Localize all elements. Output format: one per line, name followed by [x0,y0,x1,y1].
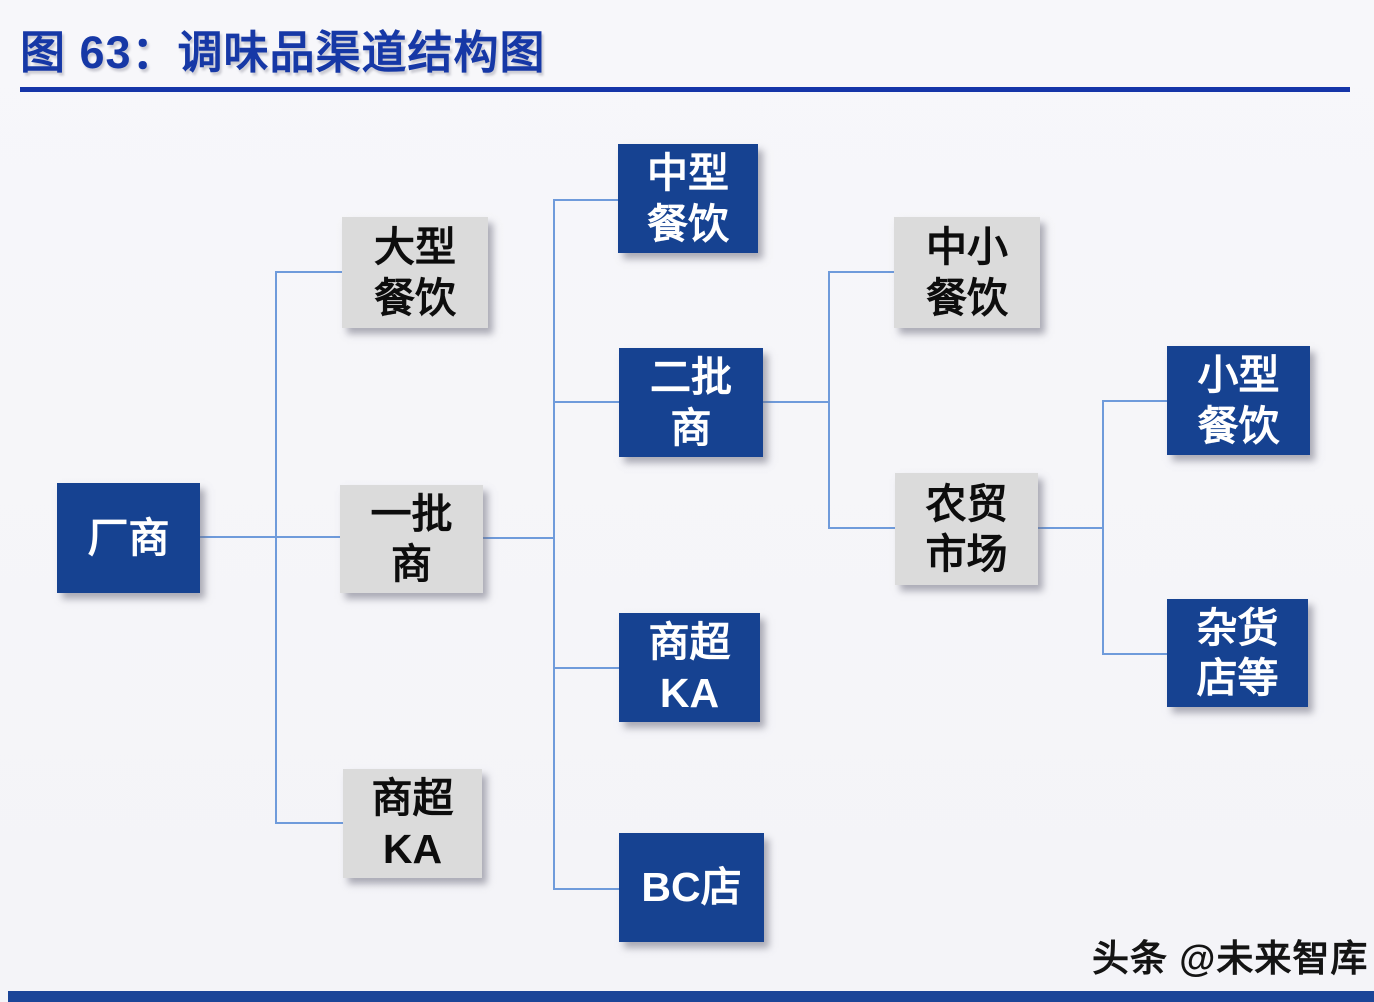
node-label-line: KA [659,669,720,716]
connector-line [275,271,277,824]
node-small-medium-catering: 中小 餐饮 [894,217,1040,328]
node-bc-store: BC店 [619,833,764,942]
connector-line [554,199,618,201]
node-label-line: BC店 [641,864,742,911]
node-label-line: 厂商 [87,514,170,561]
node-label-line: 大型 [374,224,456,271]
node-label-line: 商超 [648,619,731,666]
node-small-catering: 小型 餐饮 [1167,346,1310,455]
connector-line [276,822,343,824]
node-medium-catering: 中型 餐饮 [618,144,758,253]
figure-title: 图 63：调味品渠道结构图 [20,27,546,78]
node-label-line: 餐饮 [1197,402,1280,449]
connector-line [829,271,894,273]
footer-bar [8,991,1374,1002]
connector-line [828,271,830,529]
node-large-catering: 大型 餐饮 [342,217,488,328]
title-underline [20,87,1350,92]
node-factory: 厂商 [57,483,200,593]
node-label-line: KA [382,825,443,872]
connector-line [554,401,619,403]
node-label-line: 餐饮 [647,200,729,247]
connector-line [200,536,340,538]
node-label-line: 小型 [1197,352,1280,399]
node-label-line: 农贸 [925,480,1008,527]
node-grocery-store: 杂货 店等 [1167,599,1308,707]
connector-line [763,401,829,403]
node-label-line: 餐饮 [926,274,1008,321]
node-label-line: 商 [391,541,432,587]
watermark: 头条 @未来智库 [1092,938,1369,979]
node-label-line: 商 [670,404,712,451]
connector-line [1103,653,1167,655]
connector-line [554,888,619,890]
node-label-line: 中小 [926,224,1008,271]
node-tier2-distributor: 二批 商 [619,348,763,457]
node-label-line: 杂货 [1196,604,1279,651]
connector-line [276,271,342,273]
connector-line [1038,527,1104,529]
node-label-line: 一批 [370,490,453,537]
connector-line [1103,400,1167,402]
node-farmers-market: 农贸 市场 [895,473,1038,585]
node-label-line: 市场 [925,531,1008,577]
node-label-line: 商超 [371,775,454,822]
node-tier1-distributor: 一批 商 [340,485,483,593]
connector-line [554,667,619,669]
node-supermarket-ka-via-tier1: 商超 KA [619,613,760,722]
connector-line [829,527,895,529]
connector-line [483,537,554,539]
node-label-line: 二批 [650,354,732,401]
node-supermarket-ka-direct: 商超 KA [343,769,482,878]
node-label-line: 店等 [1196,655,1279,701]
connector-line [1102,400,1104,655]
connector-line [553,199,555,890]
node-label-line: 中型 [647,150,729,197]
node-label-line: 餐饮 [374,274,456,321]
